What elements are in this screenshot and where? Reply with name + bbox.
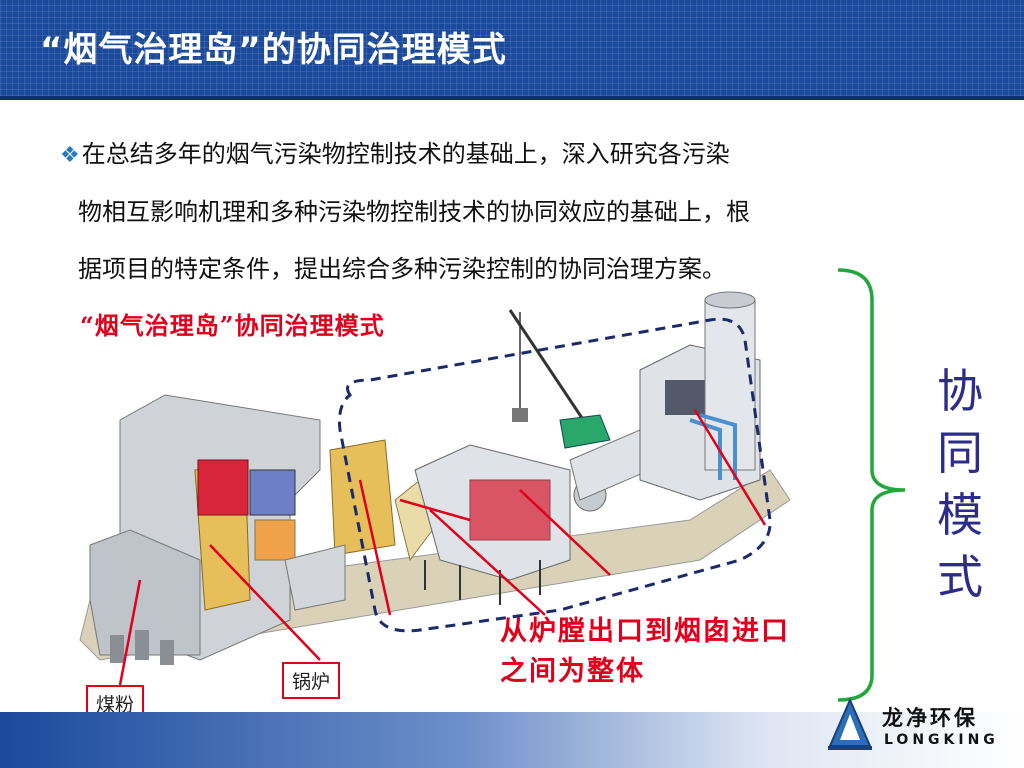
logo-english-name: LONGKING xyxy=(884,732,999,748)
logo-chinese-name: 龙净环保 xyxy=(882,705,978,730)
page-title: “烟气治理岛”的协同治理模式 xyxy=(40,30,507,70)
longking-logo-icon xyxy=(828,697,872,750)
pointer-duct xyxy=(399,498,471,522)
intro-line-1: ❖在总结多年的烟气污染物控制技术的基础上，深入研究各污染 xyxy=(60,140,730,168)
pointer-coal xyxy=(118,579,142,686)
boiler-lower-block xyxy=(89,529,201,656)
boiler-economizer xyxy=(249,469,296,516)
pointer-scr xyxy=(358,479,392,616)
boiler-air-heater xyxy=(254,519,296,561)
chimney xyxy=(704,299,756,471)
dust-collector-internals xyxy=(469,479,551,541)
integration-boundary xyxy=(338,317,772,633)
caption-line-2: 之间为整体 xyxy=(500,656,645,687)
diamond-bullet-icon: ❖ xyxy=(60,143,80,168)
company-logo: 龙净环保 LONGKING xyxy=(820,694,1010,758)
flue-duct xyxy=(284,544,346,611)
pointer-absorber xyxy=(693,409,767,526)
intro-paragraph: ❖在总结多年的烟气污染物控制技术的基础上，深入研究各污染 物相互影响机理和多种污… xyxy=(60,126,960,298)
diagram-title: “烟气治理岛”协同治理模式 xyxy=(80,311,385,340)
side-label-synergy-mode: 协 同 模 式 xyxy=(937,364,983,604)
pointer-boiler xyxy=(209,544,321,661)
coal-mill xyxy=(160,640,174,665)
integration-caption: 从炉膛出口到烟囱进口 之间为整体 xyxy=(500,612,790,692)
intro-line-2: 物相互影响机理和多种污染物控制技术的协同效应的基础上，根 xyxy=(78,198,750,226)
crane-base xyxy=(559,414,611,449)
scr-reactor xyxy=(329,439,396,556)
pointer-esp-2 xyxy=(519,489,611,576)
coal-mill xyxy=(135,630,149,660)
caption-line-1: 从炉膛出口到烟囱进口 xyxy=(500,616,790,647)
crane-boom xyxy=(508,309,592,431)
coal-mill xyxy=(110,635,124,663)
intro-line-3: 据项目的特定条件，提出综合多种污染控制的协同治理方案。 xyxy=(78,255,726,283)
boiler-heating-surface xyxy=(197,459,249,516)
green-bracket xyxy=(837,268,906,702)
title-bar: “烟气治理岛”的协同治理模式 xyxy=(0,0,1024,100)
pointer-esp xyxy=(429,509,546,616)
label-boiler: 锅炉 xyxy=(282,662,341,699)
